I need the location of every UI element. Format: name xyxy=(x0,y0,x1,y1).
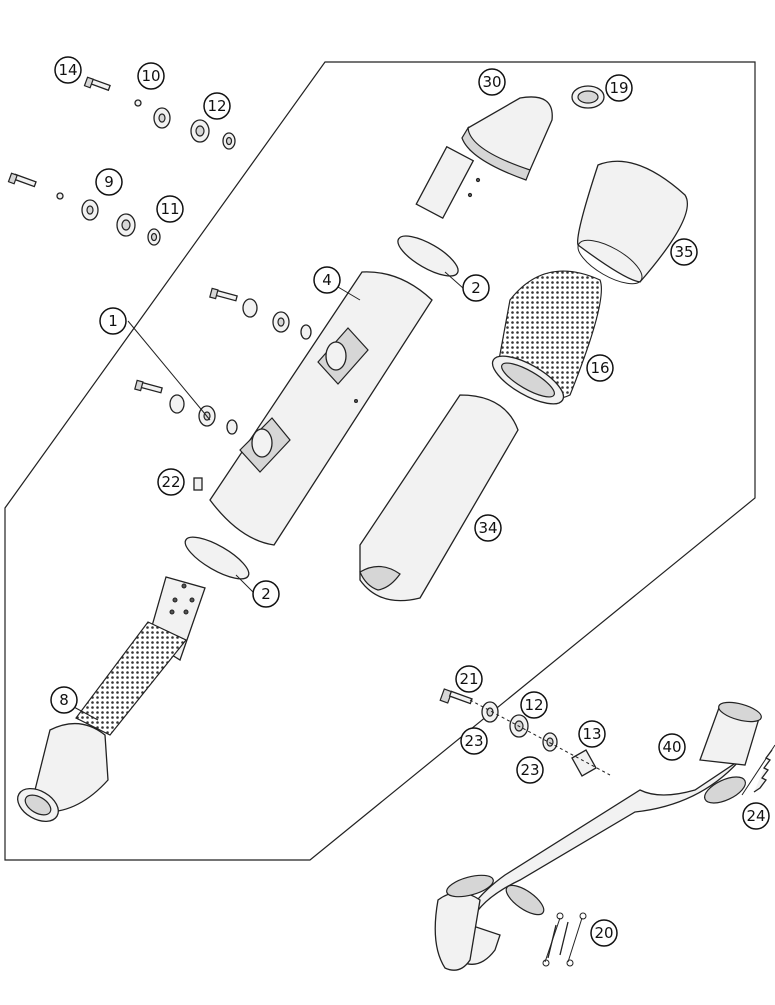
svg-text:23: 23 xyxy=(464,732,483,750)
perforated-insert xyxy=(491,270,602,405)
svg-text:10: 10 xyxy=(141,67,160,85)
silencer-body xyxy=(209,271,433,546)
callout-30: 30 xyxy=(478,68,506,96)
svg-text:2: 2 xyxy=(261,585,271,603)
svg-text:24: 24 xyxy=(746,807,765,825)
svg-text:1: 1 xyxy=(108,312,118,330)
callout-13: 13 xyxy=(578,720,606,748)
callout-24: 24 xyxy=(742,802,770,830)
fastener-group-top xyxy=(83,76,236,150)
callout-19: 19 xyxy=(605,74,633,102)
springs-bottom xyxy=(542,912,587,967)
svg-text:22: 22 xyxy=(161,473,180,491)
svg-text:34: 34 xyxy=(478,519,497,537)
gasket-ring-upper xyxy=(397,235,459,277)
end-cap xyxy=(415,96,553,220)
silencer-fasteners-upper xyxy=(209,287,312,340)
svg-text:40: 40 xyxy=(662,738,681,756)
gasket-ring-lower xyxy=(184,536,250,580)
callout-35: 35 xyxy=(670,238,698,266)
svg-text:20: 20 xyxy=(594,924,613,942)
small-screw xyxy=(193,477,203,491)
silencer-outer-sleeve xyxy=(359,394,519,602)
callouts: 1 2 2 4 8 9 10 11 12 12 13 14 16 19 20 2… xyxy=(50,56,770,947)
svg-text:35: 35 xyxy=(674,243,693,261)
assembly-outline xyxy=(4,61,756,861)
callout-20: 20 xyxy=(590,919,618,947)
svg-text:30: 30 xyxy=(482,73,501,91)
callout-14: 14 xyxy=(54,56,82,84)
leader-lines xyxy=(71,271,464,721)
callout-22: 22 xyxy=(157,468,185,496)
callout-1: 1 xyxy=(99,307,127,335)
svg-text:14: 14 xyxy=(58,61,77,79)
callout-2-upper: 2 xyxy=(462,274,490,302)
svg-text:9: 9 xyxy=(104,173,114,191)
svg-text:11: 11 xyxy=(160,200,179,218)
callout-34: 34 xyxy=(474,514,502,542)
header-pipe xyxy=(434,701,762,971)
svg-text:12: 12 xyxy=(524,696,543,714)
svg-text:19: 19 xyxy=(609,79,628,97)
callout-23-right: 23 xyxy=(516,756,544,784)
callout-10: 10 xyxy=(137,62,165,90)
callout-16: 16 xyxy=(586,354,614,382)
callout-12-upper: 12 xyxy=(203,92,231,120)
callout-9: 9 xyxy=(95,168,123,196)
callout-8: 8 xyxy=(50,686,78,714)
svg-text:12: 12 xyxy=(207,97,226,115)
callout-23-left: 23 xyxy=(460,727,488,755)
svg-text:4: 4 xyxy=(322,271,332,289)
callout-12-lower: 12 xyxy=(520,691,548,719)
callout-2-lower: 2 xyxy=(252,580,280,608)
callout-21: 21 xyxy=(455,665,483,693)
callout-4: 4 xyxy=(313,266,341,294)
header-hardware xyxy=(439,688,611,777)
clamp-ring xyxy=(571,85,605,109)
svg-text:16: 16 xyxy=(590,359,609,377)
fastener-group-middle xyxy=(7,172,161,246)
svg-text:23: 23 xyxy=(520,761,539,779)
silencer-fasteners-lower xyxy=(134,379,238,435)
inlet-tube xyxy=(17,576,206,823)
svg-text:8: 8 xyxy=(59,691,69,709)
svg-text:13: 13 xyxy=(582,725,601,743)
outer-sleeve-top xyxy=(577,160,689,285)
spring-right xyxy=(741,744,775,796)
svg-text:21: 21 xyxy=(459,670,478,688)
svg-text:2: 2 xyxy=(471,279,481,297)
callout-40: 40 xyxy=(658,733,686,761)
callout-11: 11 xyxy=(156,195,184,223)
